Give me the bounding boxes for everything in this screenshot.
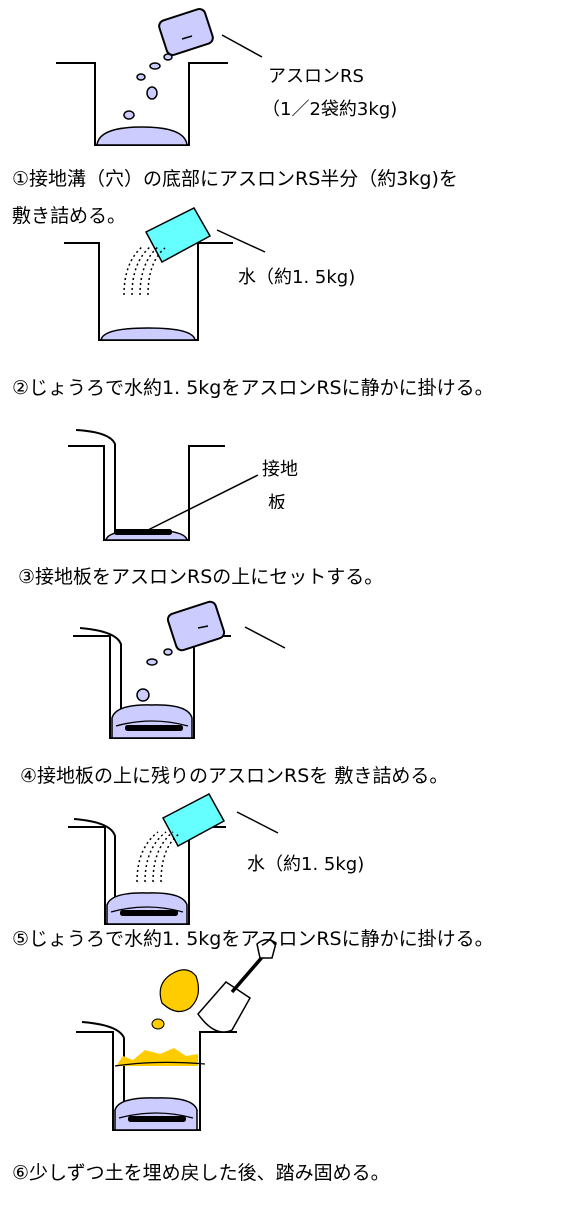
step-1-falling-powder (123, 53, 173, 120)
step-2-powder-bed (100, 327, 196, 341)
step-1-leader-line (221, 34, 263, 58)
step-4-ground-plate (125, 725, 183, 731)
step-2-leader-line (216, 229, 266, 253)
step-4-falling-powder (136, 648, 173, 702)
step-4-leader-line (244, 626, 286, 649)
step-1-caption: ①接地溝（穴）の底部にアスロンRS半分（約3kg)を (12, 168, 458, 190)
step-4-caption: ④接地板の上に残りのアスロンRSを 敷き詰める。 (20, 765, 449, 787)
step-6-ground-wire (81, 1021, 125, 1115)
step-3-caption: ③接地板をアスロンRSの上にセットする。 (18, 566, 384, 588)
step-4-powder-bag (166, 600, 226, 652)
step-4-illustration (73, 600, 286, 739)
step-5-illustration (68, 792, 279, 925)
step-2-water-can (144, 207, 212, 264)
step-6-soil-clump (159, 969, 200, 1013)
step-1-amount-label: （1／2袋約3kg) (262, 99, 398, 120)
step-6-powder-bed (114, 1097, 198, 1131)
step-3-ground-plate (114, 529, 172, 535)
step-5-powder-bed (106, 892, 188, 925)
step-4-ground-wire (79, 627, 122, 728)
step-2-water-stream (123, 245, 166, 296)
step-1-caption-cont: 敷き詰める。 (12, 205, 127, 227)
step-3-plate-label-cont: 板 (268, 493, 286, 509)
step-2-caption: ②じょうろで水約1. 5kgをアスロンRSに静かに掛ける。 (12, 377, 494, 399)
step-3-plate-label: 接地 (262, 459, 298, 480)
step-3-leader-line (145, 474, 259, 532)
step-2-trench (64, 242, 233, 341)
step-1-powder-bag (158, 8, 214, 56)
step-3-trench (68, 445, 225, 541)
step-6-caption: ⑥少しずつ土を埋め戻した後、踏み固める。 (12, 1162, 390, 1184)
step-1-illustration (56, 8, 263, 146)
step-5-water-stream (136, 831, 180, 883)
step-5-caption: ⑤じょうろで水約1. 5kgをアスロンRSに静かに掛ける。 (12, 928, 494, 950)
step-5-leader-line (236, 811, 279, 834)
step-3-ground-wire (75, 429, 116, 532)
step-5-ground-plate (120, 910, 178, 916)
step-3-illustration (68, 429, 259, 541)
step-1-material-label: アスロンRS (268, 66, 364, 87)
step-5-ground-wire (73, 818, 116, 914)
step-5-water-can (161, 792, 226, 848)
step-6-ground-plate (128, 1116, 186, 1122)
step-6-shovel (197, 939, 277, 1033)
step-1-powder-bed (96, 126, 188, 146)
step-2-water-label: 水（約1. 5kg) (238, 267, 356, 288)
step-5-water-label: 水（約1. 5kg) (247, 854, 365, 875)
step-6-illustration (76, 939, 277, 1131)
step-6-soil-layer (116, 1048, 198, 1066)
step-2-illustration (64, 207, 266, 341)
step-6-soil-drop (151, 1018, 165, 1030)
